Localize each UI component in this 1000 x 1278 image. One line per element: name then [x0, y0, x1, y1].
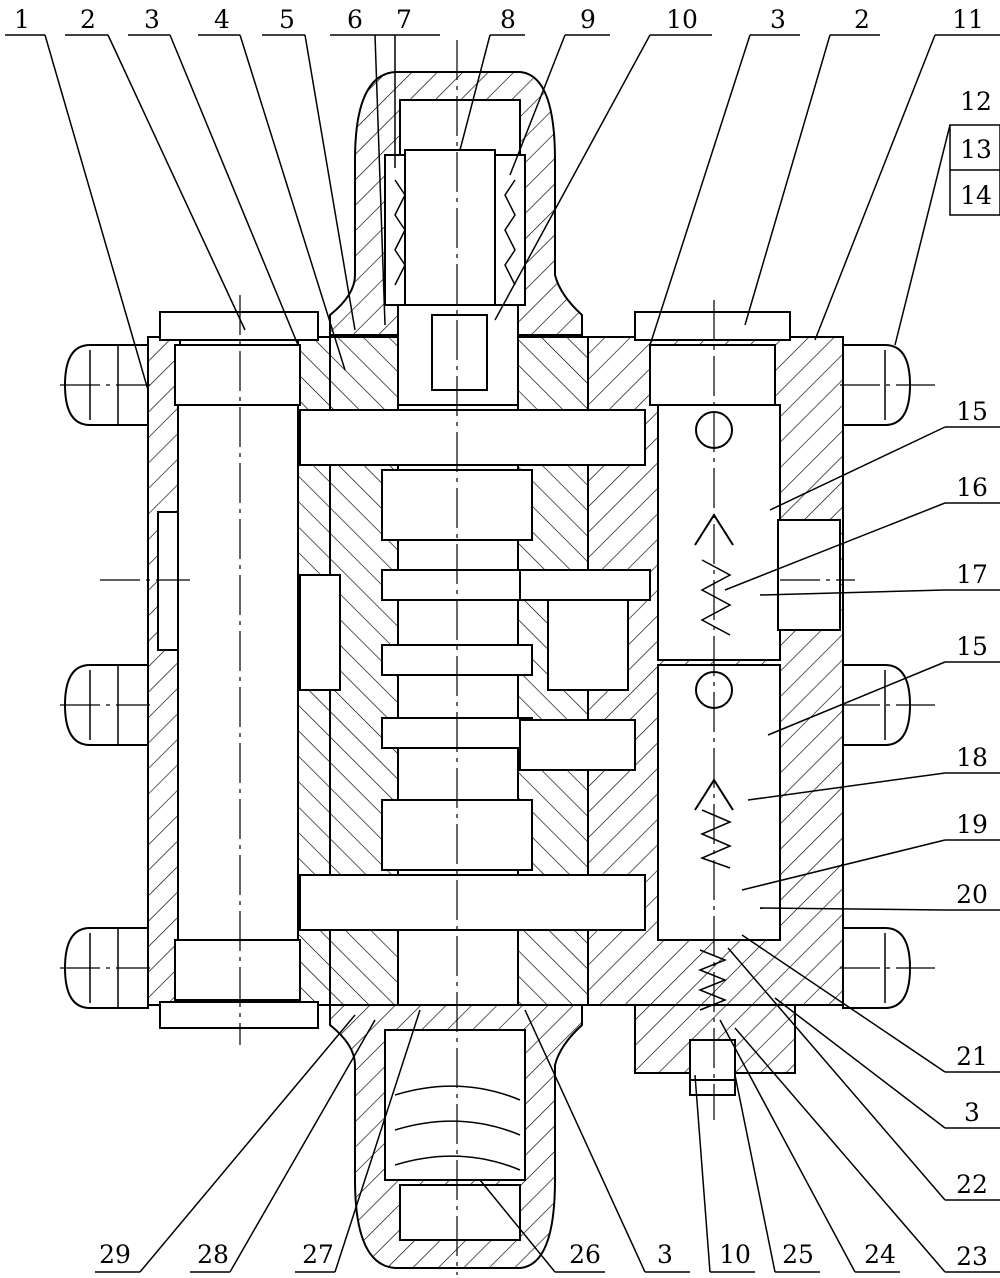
part-label: 7	[396, 5, 412, 34]
leader-lines-bottom	[95, 1009, 900, 1273]
part-label: 25	[782, 1240, 814, 1269]
part-label: 6	[347, 5, 363, 34]
left-bolts	[63, 344, 149, 1009]
part-label: 11	[952, 5, 984, 34]
part-label: 10	[666, 5, 698, 34]
center-lines	[60, 40, 935, 1275]
bottom-spring-cap	[329, 1004, 583, 1269]
part-label: 26	[569, 1240, 601, 1269]
part-label: 4	[214, 5, 230, 34]
part-label: 28	[197, 1240, 229, 1269]
check-valve-section	[634, 311, 841, 1096]
part-label: 12	[960, 87, 992, 116]
part-label: 15	[956, 632, 988, 661]
part-label: 3	[964, 1098, 980, 1127]
leader-lines-right	[724, 124, 1000, 1273]
leader-lines-top	[5, 34, 1000, 391]
part-label: 9	[580, 5, 596, 34]
part-label: 2	[854, 5, 870, 34]
part-labels: 1 2 3 4 5 6 7 8 9 10 3 2 11 12 13 14 15 …	[14, 5, 992, 1271]
part-label: 29	[99, 1240, 131, 1269]
part-label: 5	[279, 5, 295, 34]
part-label: 8	[500, 5, 516, 34]
part-label: 3	[144, 5, 160, 34]
part-label: 13	[960, 135, 992, 164]
part-label: 10	[719, 1240, 751, 1269]
part-label: 21	[956, 1042, 988, 1071]
part-label: 23	[956, 1242, 988, 1271]
part-label: 18	[956, 743, 988, 772]
part-label: 22	[956, 1170, 988, 1199]
part-label: 1	[14, 5, 30, 34]
part-label: 2	[80, 5, 96, 34]
part-label: 24	[864, 1240, 896, 1269]
part-label: 19	[956, 810, 988, 839]
part-label: 3	[657, 1240, 673, 1269]
part-label: 14	[960, 181, 992, 210]
part-label: 27	[302, 1240, 334, 1269]
part-label: 15	[956, 397, 988, 426]
part-label: 20	[956, 880, 988, 909]
right-bolts	[842, 344, 912, 1009]
part-label: 16	[956, 473, 988, 502]
part-label: 3	[770, 5, 786, 34]
part-label: 17	[956, 560, 988, 589]
top-spring-cap	[329, 71, 583, 406]
